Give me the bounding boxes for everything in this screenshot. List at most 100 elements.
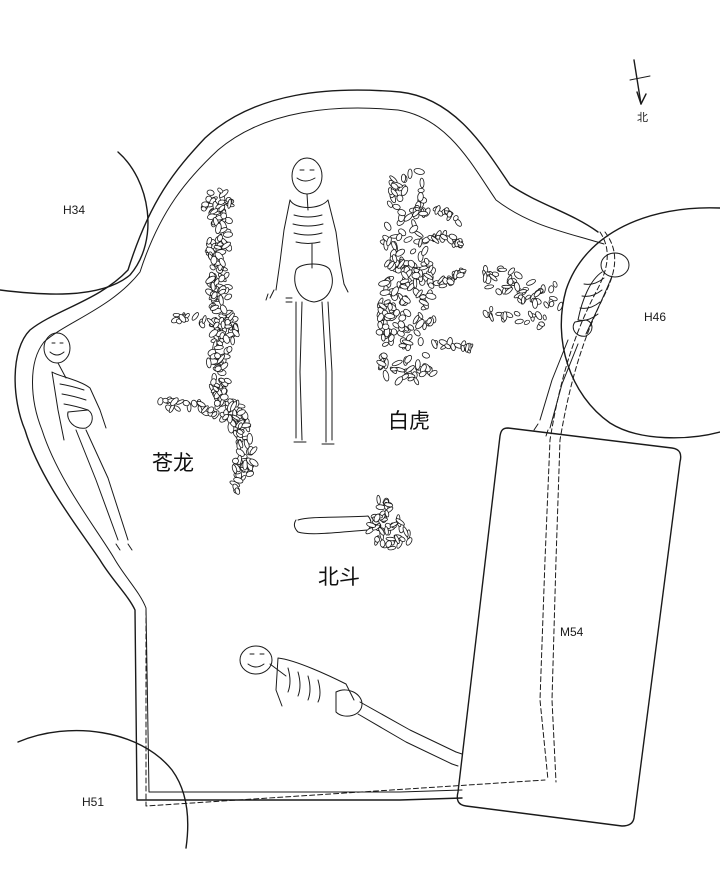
north-arrow: 北: [629, 59, 651, 124]
shell-piece: [419, 177, 425, 189]
shell-piece: [218, 288, 226, 295]
shell-piece: [374, 536, 380, 543]
shell-piece: [403, 213, 413, 222]
shell-piece: [404, 355, 413, 364]
shell-piece: [428, 282, 435, 289]
shell-piece: [223, 377, 232, 384]
shell-piece: [223, 231, 233, 238]
shell-piece: [527, 310, 533, 318]
shell-piece: [214, 352, 221, 359]
shell-piece: [391, 241, 398, 251]
shell-piece: [217, 187, 224, 194]
shell-piece: [394, 534, 400, 544]
shell-piece: [380, 352, 388, 359]
pit-m54-outline: [456, 427, 682, 827]
shell-piece: [220, 320, 226, 329]
shell-piece: [446, 278, 455, 286]
shell-piece: [211, 291, 218, 300]
shell-piece: [405, 537, 413, 546]
shell-piece: [385, 540, 392, 548]
shell-piece: [542, 314, 547, 321]
shell-piece: [397, 209, 407, 217]
shell-piece: [218, 274, 226, 283]
shell-piece: [430, 236, 440, 244]
shell-piece: [236, 429, 244, 435]
shell-piece: [227, 198, 232, 209]
shell-piece: [378, 527, 385, 536]
shell-piece: [218, 204, 226, 212]
shell-piece: [412, 314, 420, 325]
shell-piece: [526, 279, 536, 286]
shell-piece: [391, 359, 403, 367]
shell-piece: [232, 329, 240, 338]
shell-piece: [231, 464, 238, 474]
shell-piece: [200, 206, 207, 212]
shell-piece: [507, 278, 514, 286]
tiger-mosaic: [375, 168, 474, 386]
shell-piece: [213, 321, 220, 329]
shell-piece: [419, 294, 427, 300]
shell-piece: [437, 210, 444, 217]
shell-piece: [245, 470, 255, 477]
shell-piece: [392, 203, 401, 210]
shell-piece: [220, 212, 227, 220]
shell-piece: [548, 300, 555, 308]
shell-piece: [412, 277, 418, 289]
shell-piece: [413, 377, 420, 386]
shell-piece: [231, 414, 241, 421]
shell-piece: [396, 194, 404, 202]
skeleton-west: [43, 332, 133, 551]
shell-piece: [482, 272, 488, 283]
shell-piece: [206, 236, 213, 245]
shell-piece: [390, 286, 399, 297]
shell-piece: [387, 302, 393, 311]
shell-piece: [238, 439, 244, 449]
shell-piece: [517, 297, 523, 304]
skeleton-south: [239, 645, 463, 767]
shell-piece: [232, 457, 239, 465]
shell-piece: [448, 233, 458, 241]
shell-piece: [170, 397, 179, 407]
shell-piece: [175, 399, 185, 405]
pit-boundary-dashed-1: [145, 231, 608, 807]
shell-piece: [206, 357, 212, 369]
shell-piece: [220, 393, 229, 401]
shell-piece: [381, 323, 390, 331]
shell-piece: [221, 241, 231, 250]
shell-piece: [376, 359, 387, 367]
shell-piece: [425, 292, 437, 300]
shell-piece: [379, 289, 391, 296]
pit-h51-outline: [17, 729, 189, 849]
shell-piece: [390, 182, 399, 190]
shell-piece: [226, 345, 233, 353]
shell-piece: [535, 311, 543, 320]
shell-piece: [518, 289, 528, 294]
shell-piece: [418, 211, 429, 217]
shell-piece: [497, 267, 508, 272]
shell-piece: [210, 378, 217, 386]
shell-piece: [217, 234, 223, 242]
shell-piece: [423, 272, 434, 280]
pit-h34-outline: [0, 151, 149, 295]
shell-piece: [514, 281, 521, 292]
pit-h46-label: H46: [644, 310, 666, 324]
shell-piece: [460, 344, 465, 352]
shell-piece: [383, 299, 391, 305]
dipper-shell-triangle: [365, 494, 413, 551]
shell-piece: [552, 281, 558, 288]
shell-piece: [418, 370, 427, 378]
shell-piece: [201, 315, 207, 324]
shell-piece: [210, 255, 218, 265]
shell-piece: [401, 295, 411, 304]
shell-piece: [246, 433, 253, 445]
shell-piece: [489, 306, 494, 312]
shell-piece: [249, 458, 259, 467]
shell-piece: [381, 341, 389, 347]
shell-piece: [403, 308, 412, 317]
shell-piece: [210, 281, 216, 292]
shell-piece: [426, 317, 432, 325]
shell-piece: [235, 448, 245, 457]
shell-piece: [382, 369, 390, 382]
pit-boundary-dashed-2: [551, 231, 616, 783]
